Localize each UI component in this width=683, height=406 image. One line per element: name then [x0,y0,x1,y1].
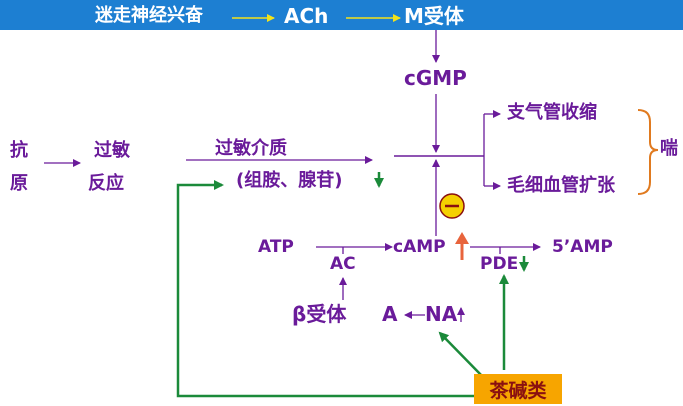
theophylline-box: 茶碱类 [474,374,562,404]
antigen-label-top: 抗 [10,140,28,161]
allergy-label-top: 过敏 [94,140,130,161]
camp-label: cAMP [393,237,446,257]
asthma-label: 喘 [660,138,678,159]
vagus-excitation-label: 迷走神经兴奋 [95,5,203,26]
increase-arrow-head [455,232,469,244]
atp-label: ATP [258,237,294,257]
ach-label: ACh [284,4,329,28]
na-label: NA [425,302,458,326]
amp-label: 5’AMP [552,237,613,257]
cgmp-label: cGMP [404,66,467,90]
title-bar [0,0,683,30]
arrow-theophylline-to-mediator [176,180,474,398]
ac-label: AC [330,254,356,274]
bronchus-constriction-label: 支气管收缩 [507,102,597,123]
antigen-label-bottom: 原 [10,173,28,194]
pde-label: PDE [480,254,519,274]
capillary-dilation-label: 毛细血管扩张 [507,175,615,196]
mediator-examples-label: (组胺、腺苷) [236,170,343,191]
beta-receptor-label: β受体 [292,302,347,326]
mediator-label: 过敏介质 [215,138,287,159]
allergy-label-bottom: 反应 [88,173,124,194]
asthma-brace [637,109,659,195]
a-label: A [382,302,398,326]
m-receptor-label: M受体 [404,4,464,28]
arrow-theophylline-to-na [438,331,485,379]
